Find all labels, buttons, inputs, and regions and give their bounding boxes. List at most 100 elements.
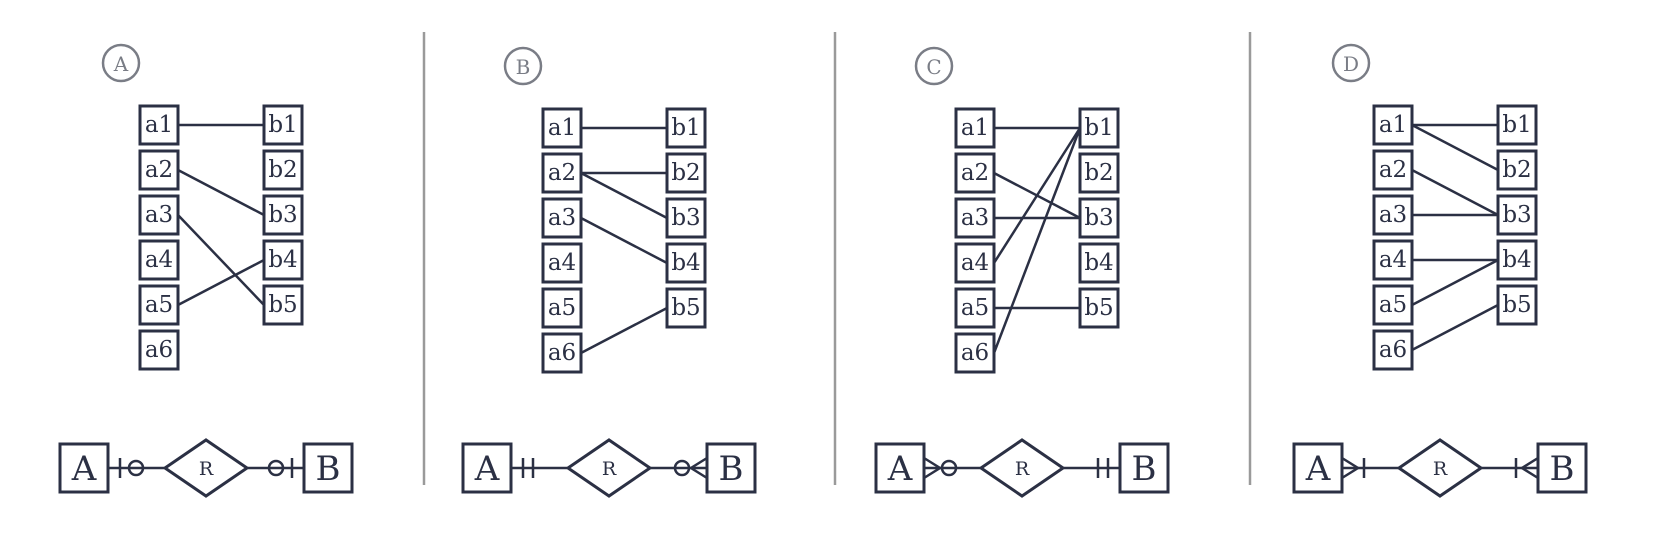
mapping-line — [580, 216, 668, 265]
a-element: a2 — [954, 152, 996, 194]
a-element-label: a1 — [548, 115, 576, 141]
mapping-line — [1411, 123, 1499, 172]
label-circle — [101, 43, 141, 83]
crows-foot — [1519, 456, 1539, 480]
a-element-label: a6 — [145, 337, 173, 363]
entity-a: A — [1292, 442, 1344, 494]
mapping-line — [177, 214, 265, 306]
relationship-diamond: R — [162, 438, 250, 498]
a-element-label: a4 — [1379, 247, 1407, 273]
entity-b-label: B — [1132, 449, 1157, 489]
b-element: b1 — [1078, 107, 1120, 149]
panel-label-text: B — [516, 55, 531, 79]
b-element-label: b5 — [671, 295, 700, 321]
a-element: a4 — [1372, 239, 1414, 281]
b-element: b1 — [665, 107, 707, 149]
a-element: a6 — [138, 329, 180, 371]
a-element-label: a4 — [145, 247, 173, 273]
entity-b-label: B — [316, 449, 341, 489]
a-element-label: a5 — [1379, 292, 1407, 318]
cardinality-circle — [267, 459, 285, 477]
b-element: b3 — [1496, 194, 1538, 236]
panel-label-text: C — [926, 55, 941, 79]
entity-b: B — [302, 442, 354, 494]
a-element-label: a5 — [961, 295, 989, 321]
b-element: b5 — [665, 287, 707, 329]
entity-b: B — [705, 442, 757, 494]
b-element-label: b3 — [268, 202, 297, 228]
label-circle — [503, 46, 543, 86]
b-element-label: b2 — [268, 157, 297, 183]
a-element: a5 — [1372, 284, 1414, 326]
a-element: a2 — [1372, 149, 1414, 191]
mapping-line — [580, 306, 668, 355]
a-element: a1 — [1372, 104, 1414, 146]
panel-label-text: D — [1343, 52, 1359, 76]
b-element-label: b4 — [671, 250, 700, 276]
b-element: b1 — [262, 104, 304, 146]
mapping-line — [992, 127, 1082, 354]
crows-foot — [688, 456, 708, 480]
b-element: b2 — [665, 152, 707, 194]
b-element: b4 — [1496, 239, 1538, 281]
b-element: b2 — [262, 149, 304, 191]
entity-a-label: A — [887, 449, 913, 489]
panel-label-a: A — [101, 43, 141, 83]
b-element-label: b5 — [268, 292, 297, 318]
a-element: a6 — [1372, 329, 1414, 371]
b-element-label: b1 — [1502, 112, 1531, 138]
b-element-label: b2 — [671, 160, 700, 186]
b-element-label: b3 — [671, 205, 700, 231]
a-element-label: a4 — [548, 250, 576, 276]
a-element-label: a6 — [1379, 337, 1407, 363]
relationship-diamond: R — [1396, 438, 1484, 498]
a-element-label: a3 — [145, 202, 173, 228]
a-element: a3 — [138, 194, 180, 236]
b-element: b5 — [1496, 284, 1538, 326]
panel-label-d: D — [1331, 43, 1371, 83]
panel-label-c: C — [914, 46, 954, 86]
a-element-label: a2 — [961, 160, 989, 186]
label-circle — [914, 46, 954, 86]
mapping-line — [1411, 303, 1499, 352]
a-element-label: a1 — [145, 112, 173, 138]
a-element: a4 — [954, 242, 996, 284]
b-element: b4 — [665, 242, 707, 284]
b-element-label: b3 — [1502, 202, 1531, 228]
b-element-label: b4 — [1084, 250, 1113, 276]
b-element: b3 — [665, 197, 707, 239]
relationship-diamond: R — [978, 438, 1066, 498]
entity-b: B — [1118, 442, 1170, 494]
label-circle — [1331, 43, 1371, 83]
b-element: b1 — [1496, 104, 1538, 146]
b-element-label: b4 — [1502, 247, 1531, 273]
crows-foot — [1341, 456, 1361, 480]
cardinality-circle — [940, 459, 958, 477]
b-element-label: b3 — [1084, 205, 1113, 231]
a-element-label: a3 — [1379, 202, 1407, 228]
cardinality-circle — [127, 459, 145, 477]
mapping-line — [1411, 168, 1499, 217]
relationship-label: R — [1433, 458, 1448, 480]
a-element: a4 — [138, 239, 180, 281]
mapping-line — [1411, 258, 1499, 307]
a-element: a6 — [954, 332, 996, 374]
a-element: a2 — [541, 152, 583, 194]
entity-a-label: A — [71, 449, 97, 489]
entity-b-label: B — [719, 449, 744, 489]
a-element: a6 — [541, 332, 583, 374]
a-element: a1 — [138, 104, 180, 146]
a-element-label: a3 — [961, 205, 989, 231]
entity-b: B — [1536, 442, 1588, 494]
b-element: b2 — [1078, 152, 1120, 194]
a-element: a3 — [541, 197, 583, 239]
relationship-diamond: R — [565, 438, 653, 498]
mapping-line — [580, 171, 668, 220]
b-element: b5 — [262, 284, 304, 326]
entity-a: A — [58, 442, 110, 494]
